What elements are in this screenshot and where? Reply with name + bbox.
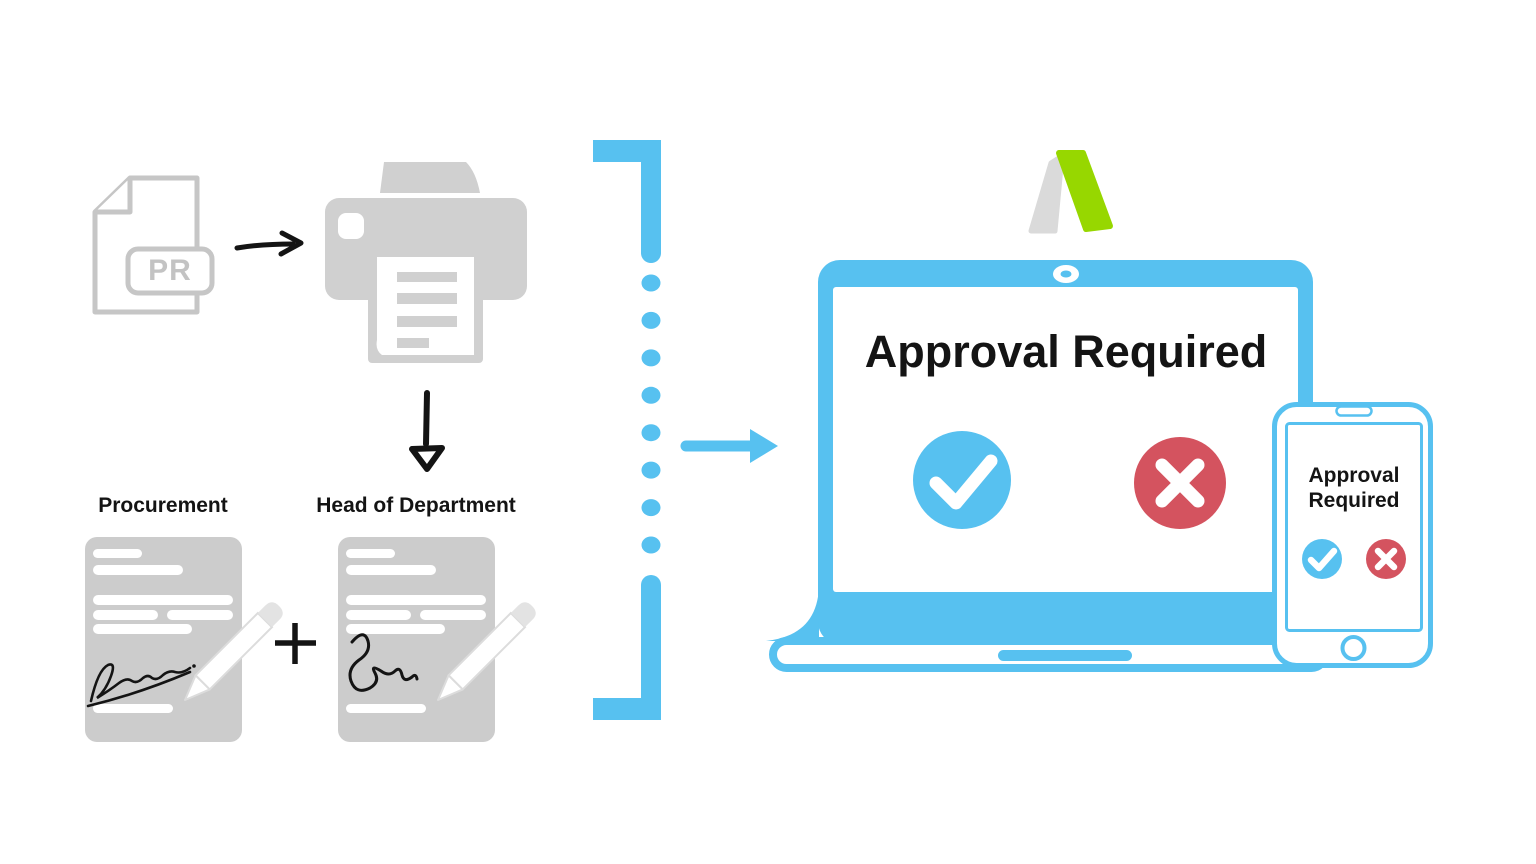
laptop-approval-title: Approval Required: [864, 326, 1268, 377]
signature-scribble: [348, 633, 419, 692]
arrow-right-blue-icon: [680, 429, 778, 463]
phone: [1272, 402, 1433, 668]
procurement-label: Procurement: [98, 494, 228, 517]
laptop-base-notch: [998, 650, 1132, 661]
reject-x-icon-phone: [1366, 539, 1406, 579]
reject-x-icon: [1134, 437, 1226, 529]
phone-approval-title: Approval Required: [1284, 463, 1424, 513]
pencil-icon: [437, 602, 536, 701]
phone-approval-title-line1: Approval: [1308, 464, 1400, 487]
hod-signed-doc-icon: [338, 537, 536, 742]
pr-badge-label: PR: [148, 254, 192, 287]
signature-scribble: [86, 663, 196, 708]
laptop: [766, 260, 1329, 672]
pr-document-icon: [92, 175, 215, 315]
arrow-right-icon: [234, 230, 304, 257]
bracket-shape: [593, 140, 661, 720]
pencil-icon: [184, 602, 283, 701]
head-of-department-label: Head of Department: [316, 494, 516, 517]
plus-icon: [275, 623, 316, 664]
phone-screen: [1285, 422, 1423, 632]
webcam-icon: [1053, 265, 1079, 283]
approve-check-icon-phone: [1302, 539, 1342, 579]
approve-check-icon: [913, 431, 1011, 529]
phone-approval-title-line2: Required: [1308, 489, 1400, 512]
arrow-down-icon: [409, 390, 445, 472]
phone-speaker-icon: [1335, 405, 1373, 417]
procurement-signed-doc-icon: [85, 537, 283, 742]
printer-icon: [325, 162, 527, 363]
brand-logo: [1028, 150, 1113, 234]
home-button-icon: [1340, 635, 1367, 661]
